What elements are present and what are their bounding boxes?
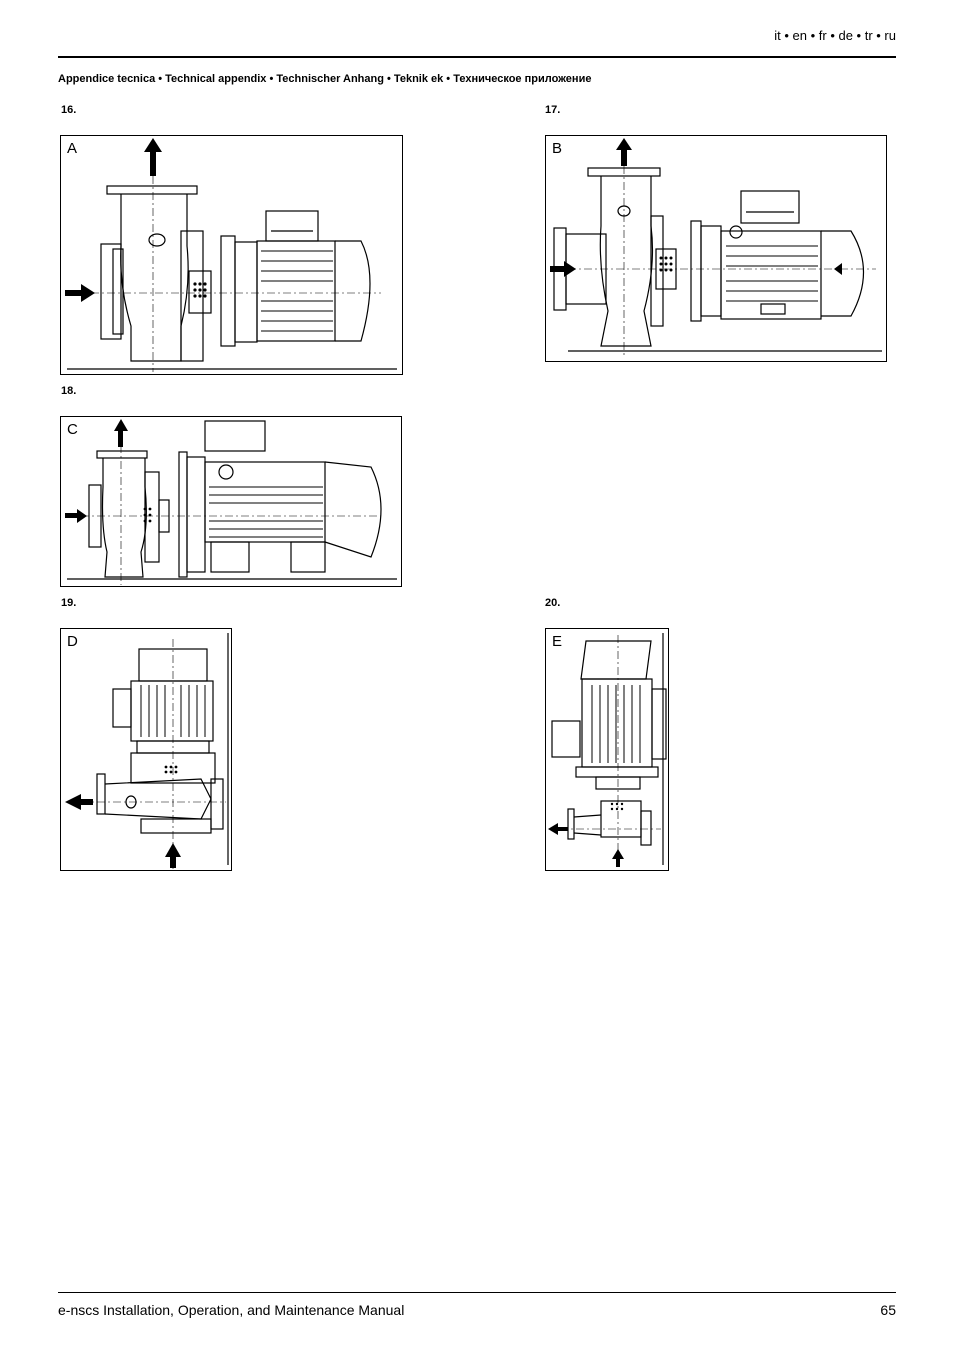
language-list: it • en • fr • de • tr • ru bbox=[774, 28, 896, 43]
footer-title: e-nscs Installation, Operation, and Main… bbox=[58, 1302, 405, 1318]
figure-18-letter: C bbox=[67, 421, 78, 438]
figure-19-letter: D bbox=[67, 633, 78, 650]
appendix-title: Appendice tecnica • Technical appendix •… bbox=[58, 73, 592, 85]
figure-17-letter: B bbox=[552, 140, 563, 157]
figure-19-drawing: D bbox=[60, 628, 232, 871]
figure-18-number: 18. bbox=[61, 385, 77, 397]
figure-20-drawing: E bbox=[545, 628, 669, 871]
horizontal-pump-drawing-c bbox=[65, 419, 397, 585]
horizontal-pump-drawing-a bbox=[65, 138, 397, 372]
figure-16-number: 16. bbox=[61, 104, 77, 116]
figure-20-number: 20. bbox=[545, 597, 561, 609]
vertical-pump-drawing-d bbox=[65, 633, 229, 869]
top-rule bbox=[58, 56, 896, 58]
figure-18-drawing: C bbox=[60, 416, 402, 587]
page-number: 65 bbox=[880, 1302, 896, 1318]
figure-17-number: 17. bbox=[545, 104, 561, 116]
figure-16-drawing: A bbox=[60, 135, 403, 375]
figure-20-letter: E bbox=[552, 633, 563, 650]
figure-16-letter: A bbox=[67, 140, 78, 157]
bottom-rule bbox=[58, 1292, 896, 1293]
figure-17-drawing: B bbox=[545, 135, 887, 362]
figure-19-number: 19. bbox=[61, 597, 77, 609]
horizontal-pump-drawing-b bbox=[550, 138, 882, 356]
vertical-pump-drawing-e bbox=[548, 633, 667, 869]
